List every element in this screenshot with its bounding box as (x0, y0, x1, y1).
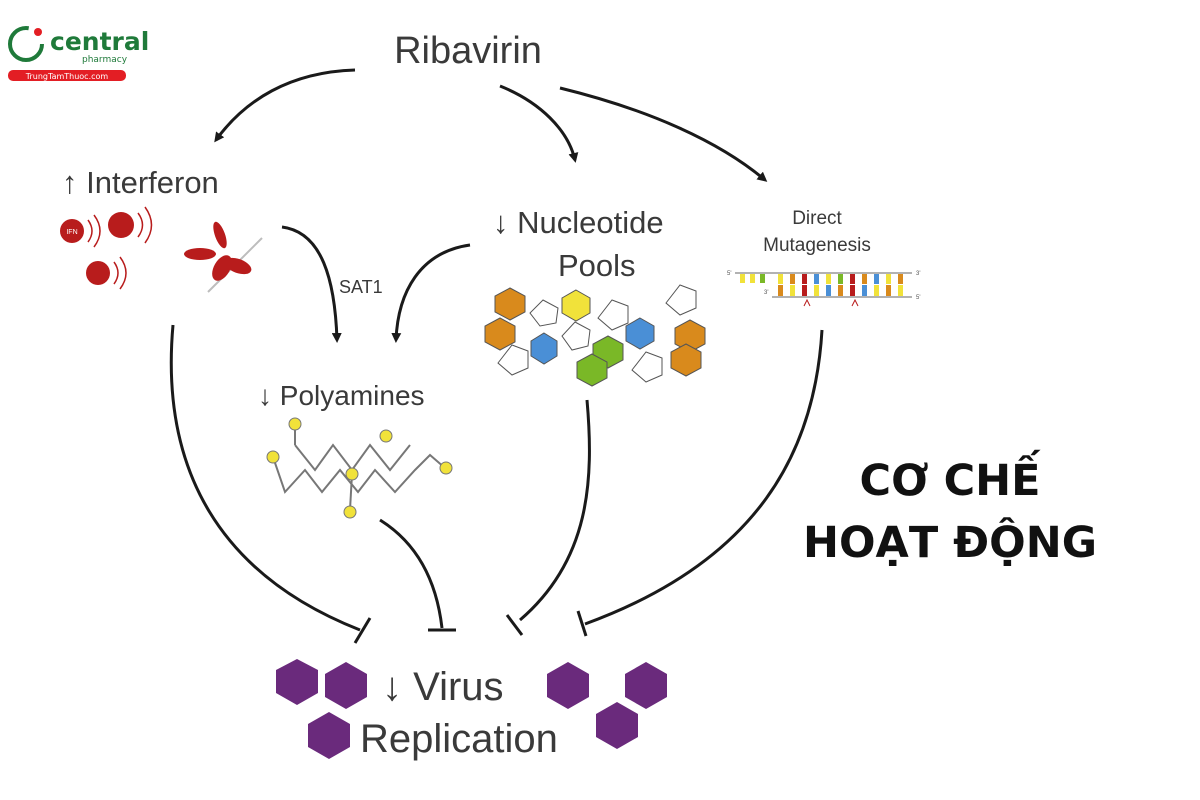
ifn-molecule-icon (108, 212, 134, 238)
virus-icon (625, 662, 667, 709)
side-title-line2: HOẠT ĐỘNG (803, 518, 1097, 568)
virus-hexagons (276, 659, 667, 759)
nucleotide-label-line1: ↓ Nucleotide (493, 205, 664, 240)
polyamine-chain-icon (266, 417, 453, 519)
nucleotide-pool-icons (484, 284, 706, 387)
nucleotide-label-line2: Pools (558, 248, 636, 283)
arrow-to-interferon (214, 68, 356, 143)
virus-icon (308, 712, 350, 759)
mutagenesis-label-line1: Direct (792, 208, 842, 229)
arrow-to-nucleotide (499, 84, 579, 163)
ribavirin-label: Ribavirin (394, 30, 542, 72)
arrow-to-mutagenesis (559, 86, 768, 182)
svg-text:3': 3' (764, 290, 768, 296)
inhibition-lines (169, 324, 824, 644)
svg-text:3': 3' (916, 271, 920, 277)
logo-url: TrungTamThuoc.com (25, 72, 109, 81)
virus-label-line2: Replication (360, 717, 558, 761)
sat1-label: SAT1 (339, 277, 383, 297)
logo-name: central (50, 27, 149, 56)
virus-icon (276, 659, 318, 705)
arrow-interferon-to-polyamines (281, 225, 342, 343)
central-pharmacy-logo: central pharmacy TrungTamThuoc.com (8, 26, 149, 81)
virus-label-line1: ↓ Virus (382, 665, 504, 709)
arrow-nucleotide-to-polyamines (391, 243, 471, 343)
logo-ring-icon (8, 26, 44, 62)
logo-url-bar (8, 70, 126, 81)
polyamines-label: ↓ Polyamines (258, 380, 425, 411)
interferon-label: ↑ Interferon (62, 165, 219, 200)
virus-icon (596, 702, 638, 749)
svg-text:5': 5' (916, 295, 920, 301)
ifn-molecule-icon (86, 261, 110, 285)
logo-dot-icon (34, 28, 42, 36)
virus-icon (325, 662, 367, 709)
svg-text:5': 5' (727, 271, 731, 277)
side-title: CƠ CHẾ HOẠT ĐỘNG (770, 450, 1130, 574)
mutagenesis-label-line2: Mutagenesis (763, 235, 871, 256)
interferon-molecules: IFN (60, 206, 263, 293)
ifn-receptor-icon (184, 221, 263, 293)
logo-subname: pharmacy (82, 55, 128, 65)
ifn-tag: IFN (66, 229, 77, 236)
side-title-line1: CƠ CHẾ (859, 456, 1041, 506)
dna-strand-icon: 5' 3' 3' 5' (727, 271, 920, 307)
ifn-molecule-icon (60, 219, 84, 243)
virus-icon (547, 662, 589, 709)
